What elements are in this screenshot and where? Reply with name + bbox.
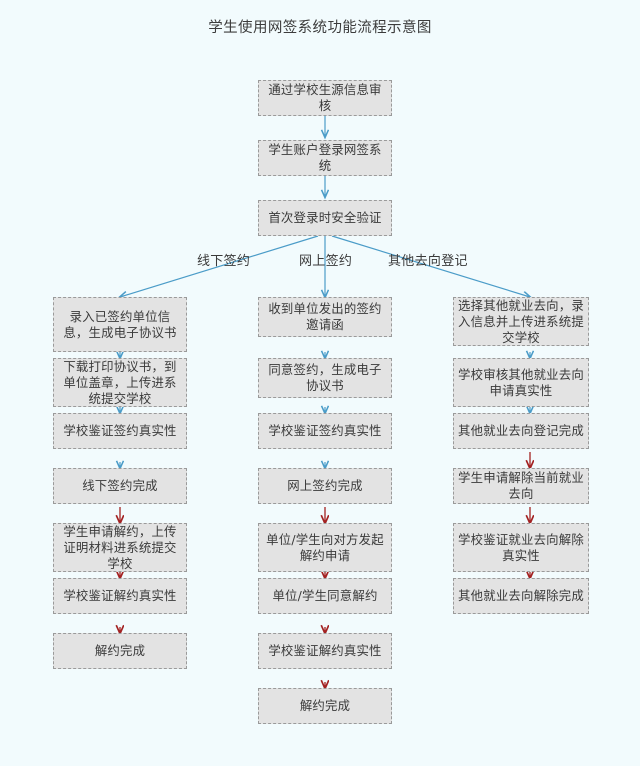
node-label: 解约完成	[299, 698, 351, 713]
node-middle-5[interactable]: 单位/学生向对方发起解约申请	[258, 523, 392, 572]
node-left-2[interactable]: 下载打印协议书，到单位盖章，上传进系统提交学校	[53, 358, 187, 407]
page-title: 学生使用网签系统功能流程示意图	[208, 20, 432, 36]
branch-label-online: 网上签约	[299, 254, 353, 269]
node-label: 学校鉴证签约真实性	[63, 423, 177, 438]
node-label: 学生账户登录网签系统	[268, 142, 382, 173]
node-right-3[interactable]: 其他就业去向登记完成	[453, 413, 589, 449]
node-label: 其他就业去向解除完成	[458, 588, 584, 603]
node-label: 通过学校生源信息审核	[268, 82, 382, 113]
node-label: 网上签约完成	[287, 478, 363, 493]
node-label: 选择其他就业去向，录入信息并上传进系统提交学校	[458, 297, 584, 345]
node-label: 下载打印协议书，到单位盖章，上传进系统提交学校	[63, 358, 177, 406]
node-label: 学校鉴证解约真实性	[268, 643, 382, 658]
node-label: 录入已签约单位信息，生成电子协议书	[63, 308, 177, 340]
node-right-6[interactable]: 其他就业去向解除完成	[453, 578, 589, 614]
node-label: 同意签约，生成电子协议书	[268, 362, 382, 393]
node-right-1[interactable]: 选择其他就业去向，录入信息并上传进系统提交学校	[453, 297, 589, 346]
node-middle-3[interactable]: 学校鉴证签约真实性	[258, 413, 392, 449]
node-label: 单位/学生同意解约	[272, 588, 378, 603]
node-left-4[interactable]: 线下签约完成	[53, 468, 187, 504]
node-trunk-2[interactable]: 学生账户登录网签系统	[258, 140, 392, 176]
node-label: 收到单位发出的签约邀请函	[268, 301, 382, 332]
node-label: 首次登录时安全验证	[268, 210, 382, 225]
node-middle-2[interactable]: 同意签约，生成电子协议书	[258, 358, 392, 398]
node-label: 学校鉴证签约真实性	[268, 423, 382, 438]
node-middle-4[interactable]: 网上签约完成	[258, 468, 392, 504]
node-label: 学校鉴证解约真实性	[63, 588, 177, 603]
branch-label-other: 其他去向登记	[388, 254, 468, 269]
node-label: 学校鉴证就业去向解除真实性	[458, 531, 584, 563]
branch-label-offline: 线下签约	[197, 254, 251, 269]
node-left-5[interactable]: 学生申请解约，上传证明材料进系统提交学校	[53, 523, 187, 572]
node-label: 学生申请解约，上传证明材料进系统提交学校	[63, 523, 177, 571]
node-trunk-3[interactable]: 首次登录时安全验证	[258, 200, 392, 236]
node-middle-7[interactable]: 学校鉴证解约真实性	[258, 633, 392, 669]
node-right-4[interactable]: 学生申请解除当前就业去向	[453, 468, 589, 504]
node-left-6[interactable]: 学校鉴证解约真实性	[53, 578, 187, 614]
node-label: 单位/学生向对方发起解约申请	[266, 531, 384, 563]
node-label: 其他就业去向登记完成	[458, 423, 584, 438]
node-left-3[interactable]: 学校鉴证签约真实性	[53, 413, 187, 449]
node-left-7[interactable]: 解约完成	[53, 633, 187, 669]
node-middle-1[interactable]: 收到单位发出的签约邀请函	[258, 297, 392, 337]
node-label: 线下签约完成	[82, 478, 158, 493]
node-right-2[interactable]: 学校审核其他就业去向申请真实性	[453, 358, 589, 407]
node-label: 解约完成	[94, 643, 146, 658]
node-label: 学校审核其他就业去向申请真实性	[458, 366, 584, 398]
node-middle-6[interactable]: 单位/学生同意解约	[258, 578, 392, 614]
node-middle-8[interactable]: 解约完成	[258, 688, 392, 724]
node-trunk-1[interactable]: 通过学校生源信息审核	[258, 80, 392, 116]
node-label: 学生申请解除当前就业去向	[458, 470, 584, 501]
node-right-5[interactable]: 学校鉴证就业去向解除真实性	[453, 523, 589, 572]
node-left-1[interactable]: 录入已签约单位信息，生成电子协议书	[53, 297, 187, 352]
